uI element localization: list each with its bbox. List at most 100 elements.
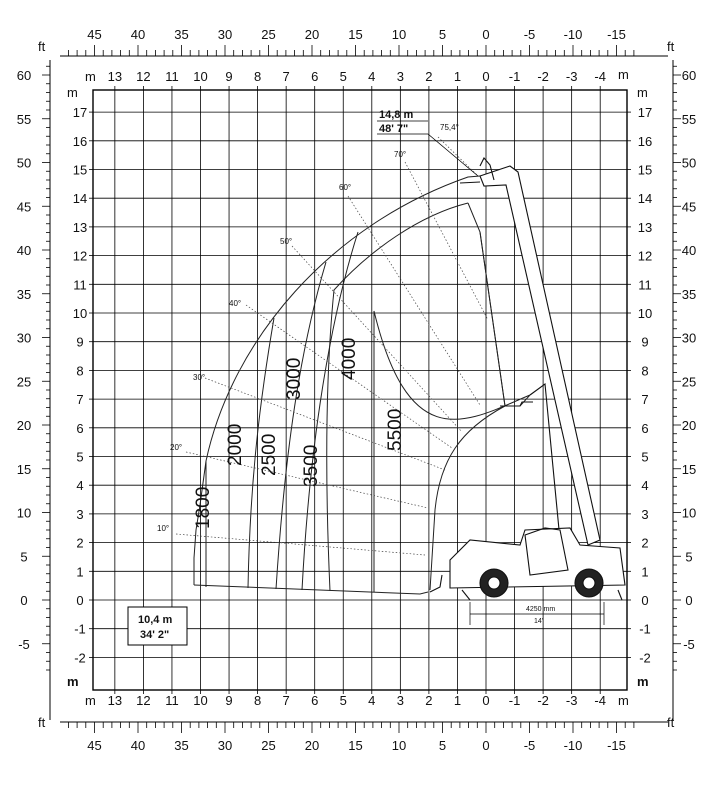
angle-label-50: 50° — [280, 237, 292, 246]
boom-retracted — [529, 382, 561, 541]
scale-bottom-m-label: 13 — [108, 693, 122, 708]
scale-right-ft-label: 25 — [682, 374, 696, 389]
unit-m-left-top: m — [67, 85, 78, 100]
angle-line-754 — [437, 136, 479, 177]
telehandler — [429, 157, 626, 601]
fork-top — [459, 181, 481, 184]
angle-line-50 — [291, 245, 463, 433]
scale-left-m-label: 4 — [76, 478, 83, 493]
scale-right-ft-label: 10 — [682, 506, 696, 521]
inner-envelope — [429, 231, 506, 591]
load-envelope — [193, 175, 531, 595]
scale-left-ft-label: 0 — [20, 593, 27, 608]
scale-top-ft-label: -15 — [607, 27, 626, 42]
scale-left-ft-label: 45 — [17, 199, 31, 214]
scale-right-m-label: -2 — [639, 650, 651, 665]
scale-left-m-label: -1 — [74, 622, 86, 637]
scale-right-ft-label: 50 — [682, 156, 696, 171]
angle-line-70 — [404, 161, 489, 321]
scale-bottom-m-label: 11 — [165, 693, 179, 708]
scale-top-m-label: 10 — [193, 69, 207, 84]
scale-left-m-label: 17 — [73, 105, 87, 120]
scale-bottom-ft-label: 20 — [305, 738, 319, 753]
scale-right-ft-label: 35 — [682, 287, 696, 302]
scale-left-m-label: 2 — [76, 536, 83, 551]
scale-top-m-label: -1 — [509, 69, 521, 84]
max-reach-m: 10,4 m — [138, 614, 172, 626]
scale-right-m-label: 6 — [641, 421, 648, 436]
scale-bottom-ft-label: 40 — [131, 738, 145, 753]
scale-right-m-label: 15 — [638, 163, 652, 178]
scale-bottom-m-label: 9 — [225, 693, 232, 708]
scale-bottom-m-label: 12 — [136, 693, 150, 708]
ground-line — [193, 584, 429, 595]
scale-bottom-ft-label: 30 — [218, 738, 232, 753]
scale-right-ft-label: 30 — [682, 331, 696, 346]
max-height-ft: 48' 7" — [379, 123, 408, 135]
scale-bottom-m-label: 5 — [340, 693, 347, 708]
scale-right-m-label: 14 — [638, 191, 652, 206]
scale-bottom-ft-label: 45 — [87, 738, 101, 753]
scale-right-ft-label: 20 — [682, 418, 696, 433]
scale-bottom-ft-label: 35 — [174, 738, 188, 753]
scale-top-m-label: 12 — [136, 69, 150, 84]
scale-bottom-ft-label: 10 — [392, 738, 406, 753]
scale-left-m-label: 9 — [76, 335, 83, 350]
scale-top-m-label: -2 — [537, 69, 549, 84]
scale-bottom-m-label: 6 — [311, 693, 318, 708]
zone-label-3000: 3000 — [284, 358, 305, 400]
boom-angle-lines — [175, 136, 489, 556]
angle-label-20: 20° — [170, 443, 182, 452]
scale-left-m-label: 11 — [73, 277, 87, 292]
scale-left-ft-label: 20 — [17, 418, 31, 433]
unit-m-bottom-right: m — [618, 693, 629, 708]
angle-line-10 — [175, 533, 426, 556]
scale-bottom-m-label: -2 — [537, 693, 549, 708]
scale-bottom-m-label: -3 — [566, 693, 578, 708]
zone-label-2500: 2500 — [259, 434, 280, 476]
angle-label-40: 40° — [229, 299, 241, 308]
scale-left-ft-label: 10 — [17, 506, 31, 521]
scale-right-m-label: 5 — [641, 450, 648, 465]
angle-line-20 — [185, 451, 429, 509]
scale-right-m-label: 1 — [641, 564, 648, 579]
scale-top-m-label: 1 — [454, 69, 461, 84]
max-height-m: 14,8 m — [379, 109, 413, 121]
angle-label-754: 75,4° — [440, 123, 459, 132]
scale-left-m-label: 15 — [73, 163, 87, 178]
scale-top-m-label: 4 — [368, 69, 375, 84]
scale-top-m-label: 8 — [254, 69, 261, 84]
zone-border-3500 — [326, 202, 469, 592]
scale-left-m-label: 16 — [73, 134, 87, 149]
unit-m-bottom-left: m — [85, 693, 96, 708]
scale-left-ft-label: 55 — [17, 112, 31, 127]
scale-left-ft-label: 25 — [17, 374, 31, 389]
wheelbase-dimension: 4250 mm 14' — [469, 602, 605, 625]
scale-left-m-label: 13 — [73, 220, 87, 235]
unit-ft-top-left: ft — [38, 39, 46, 54]
scale-top-ft-label: 30 — [218, 27, 232, 42]
scale-bottom-ft-label: -5 — [524, 738, 536, 753]
scale-left-ft-label: 5 — [20, 549, 27, 564]
scale-bottom-m-label: 8 — [254, 693, 261, 708]
scale-right-m-label: 4 — [641, 478, 648, 493]
scale-right-m-label: 3 — [641, 507, 648, 522]
scale-top-ft-label: 15 — [348, 27, 362, 42]
scale-right-ft-label: 60 — [682, 68, 696, 83]
scale-right-m-label: 17 — [638, 105, 652, 120]
scale-right-ft-label: 0 — [685, 593, 692, 608]
scale-right-m-label: 13 — [638, 220, 652, 235]
outer-envelope — [193, 175, 481, 585]
scale-top-m-label: 0 — [482, 69, 489, 84]
max-reach-ft: 34' 2" — [140, 629, 169, 641]
scale-right-ft-label: 55 — [682, 112, 696, 127]
scale-right-m-label: 8 — [641, 363, 648, 378]
scale-top-m-label: 13 — [108, 69, 122, 84]
scale-left-ft-label: 50 — [17, 156, 31, 171]
cab — [524, 527, 569, 576]
angle-label-10: 10° — [157, 524, 169, 533]
scale-left-m-label: 8 — [76, 363, 83, 378]
zone-label-4000: 4000 — [339, 338, 360, 380]
scale-bottom-m-label: -1 — [509, 693, 521, 708]
